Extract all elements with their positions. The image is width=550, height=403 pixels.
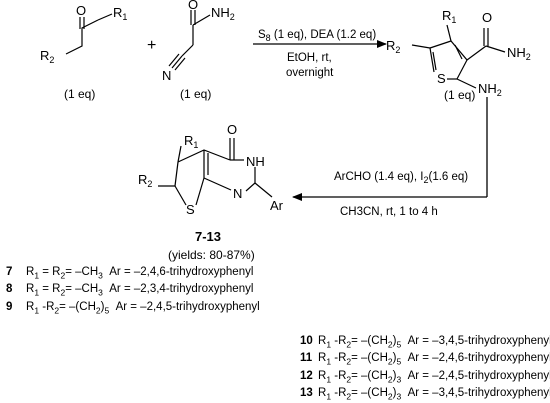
- product-o-label: O: [227, 122, 237, 137]
- c6-s-bond: [174, 185, 187, 206]
- step1-conditions-line3: overnight: [286, 67, 334, 79]
- step1-conditions-line2: EtOH, rt,: [287, 52, 332, 64]
- carbonyl-n-bond: [485, 45, 506, 53]
- plus-sign: +: [147, 37, 156, 54]
- thiophene-ring-bonds: [429, 40, 468, 80]
- cyanoacetamide-eq: (1 eq): [180, 87, 211, 101]
- compound-ar-definition: Ar = –2,3,4-trihydroxyphenyl: [109, 283, 254, 296]
- compound-ar-definition: Ar = –2,4,6-trihydroxyphenyl: [109, 266, 254, 278]
- compound-r-definition: R1 -R2= –(CH2)5: [26, 300, 110, 315]
- compound-list-left: 7 R1 = R2= –CH3 Ar = –2,4,6-trihydroxyphe…: [6, 265, 260, 317]
- compound-row: 13 R1 -R2= –(CH2)3 Ar = –3,4,5-trihydroxy…: [300, 386, 550, 403]
- compound-ar-definition: Ar = –3,4,5-trihydroxyphenyl: [407, 335, 550, 347]
- ketone-o-label: O: [76, 3, 86, 18]
- product-s-label: S: [186, 202, 195, 217]
- product-ar-label: Ar: [270, 198, 284, 213]
- intermediate-amide-nh2-label: NH2: [507, 45, 531, 62]
- cyanoacetamide-structure: O NH2 N (1 eq): [162, 0, 235, 101]
- thiophene-c5-s-bond: [429, 47, 435, 73]
- compound-row: 12 R1 -R2= –(CH2)3 Ar = –2,4,5-trihydroxy…: [300, 369, 550, 386]
- step2-conditions-line2: CH3CN, rt, 1 to 4 h: [340, 206, 438, 218]
- thiophene-double-bond-inner: [454, 44, 463, 60]
- intermediate-r2-label: R2: [386, 38, 400, 55]
- pyrimidine-c-n-bond: [203, 177, 232, 191]
- compound-number: 12: [300, 369, 313, 382]
- thienopyrimidinone-structure: O NH R1 R2 S N Ar 7-13 (yields: 80-87%): [138, 122, 284, 262]
- compound-row: 8 R1 = R2= –CH3 Ar = –2,3,4-trihydroxyphe…: [6, 282, 260, 299]
- ketone-skeleton-bonds: [65, 19, 99, 55]
- intermediate-amine-nh2-label: NH2: [478, 81, 502, 98]
- product-nh-label: NH: [246, 154, 265, 169]
- ketone-r2-label: R2: [40, 48, 54, 65]
- compound-ar-definition: Ar = –3,4,5-trihydroxyphenyl: [407, 386, 550, 399]
- product-r1-label: R1: [184, 133, 198, 150]
- nitrile-bond-3: [174, 57, 186, 71]
- c2-ar-bond: [254, 182, 273, 198]
- intermediate-s-label: S: [437, 71, 446, 86]
- intermediate-o-label: O: [482, 10, 492, 25]
- pyrimidine-n-c2-bond: [245, 182, 256, 192]
- compound-ar-definition: Ar = –2,4,5-trihydroxyphenyl: [407, 369, 550, 382]
- intermediate-r1-label: R1: [442, 8, 456, 25]
- compound-number: 10: [300, 335, 313, 347]
- c2-nh2-bond: [456, 78, 477, 89]
- ch2-cn-bond: [181, 44, 194, 57]
- ketone-r1-bond: [97, 13, 113, 21]
- ketone-structure: O R1 R2 (1 eq): [40, 3, 127, 101]
- c5-r2-bond: [411, 44, 431, 49]
- intermediate-eq: (1 eq): [444, 88, 475, 102]
- c4-r1-bond: [446, 24, 452, 42]
- compound-row: 10 R1 -R2= –(CH2)5 Ar = –3,4,5-trihydroxy…: [300, 334, 550, 351]
- compound-row: 9 R1 -R2= –(CH2)5 Ar = –2,4,5-trihydroxyp…: [6, 300, 260, 317]
- amide-c-n-bond: [192, 14, 211, 26]
- compound-r-definition: R1 -R2= –(CH2)3: [318, 369, 402, 384]
- product-compound-label: 7-13: [195, 229, 221, 244]
- compound-ar-definition: Ar = –2,4,5-trihydroxyphenyl: [115, 300, 260, 313]
- nitrile-n-label: N: [162, 68, 171, 83]
- c3-carbonyl-bond: [466, 45, 487, 61]
- nitrile-bond-1: [171, 55, 183, 69]
- product-yields: (yields: 80-87%): [168, 248, 255, 262]
- amide-nh2-label: NH2: [211, 5, 235, 22]
- s-c7a-bond: [195, 177, 205, 206]
- compound-number: 8: [6, 283, 13, 296]
- compound-number: 13: [300, 386, 313, 399]
- aminothiophene-structure: O R1 R2 NH2 S NH2 (1 eq): [386, 8, 531, 102]
- nitrile-bond-2: [168, 53, 180, 67]
- thiophene-double-bond-inner-2: [432, 51, 437, 71]
- compound-list-right: 10 R1 -R2= –(CH2)5 Ar = –3,4,5-trihydroxy…: [300, 334, 550, 403]
- amide-o-label: O: [188, 0, 198, 12]
- product-n-label: N: [233, 186, 242, 201]
- ketone-eq: (1 eq): [64, 87, 95, 101]
- compound-number: 7: [6, 266, 13, 278]
- thiophene-c5-c6-bond: [174, 161, 179, 187]
- step2-conditions-line1: ArCHO (1.4 eq), I2(1.6 eq): [334, 171, 468, 185]
- step1-conditions-line1: S8 (1 eq), DEA (1.2 eq): [258, 29, 376, 43]
- compound-r-definition: R1 = R2= –CH3: [26, 266, 103, 281]
- compound-r-definition: R1 -R2= –(CH2)3: [318, 386, 402, 402]
- product-r2-label: R2: [138, 172, 152, 189]
- compound-number: 9: [6, 300, 13, 313]
- compound-row: 7 R1 = R2= –CH3 Ar = –2,4,6-trihydroxyphe…: [6, 265, 260, 282]
- ketone-r1-label: R1: [113, 5, 127, 22]
- compound-number: 11: [300, 352, 313, 365]
- compound-r-definition: R1 = R2= –CH3: [26, 283, 103, 298]
- compound-r-definition: R1 -R2= –(CH2)5: [318, 335, 402, 350]
- compound-row: 11 R1 -R2= –(CH2)5 Ar = –2,4,6-trihydroxy…: [300, 351, 550, 368]
- compound-ar-definition: Ar = –2,4,6-trihydroxyphenyl: [407, 352, 550, 365]
- compound-r-definition: R1 -R2= –(CH2)5: [318, 352, 402, 367]
- c5-r1-bond: [177, 145, 182, 163]
